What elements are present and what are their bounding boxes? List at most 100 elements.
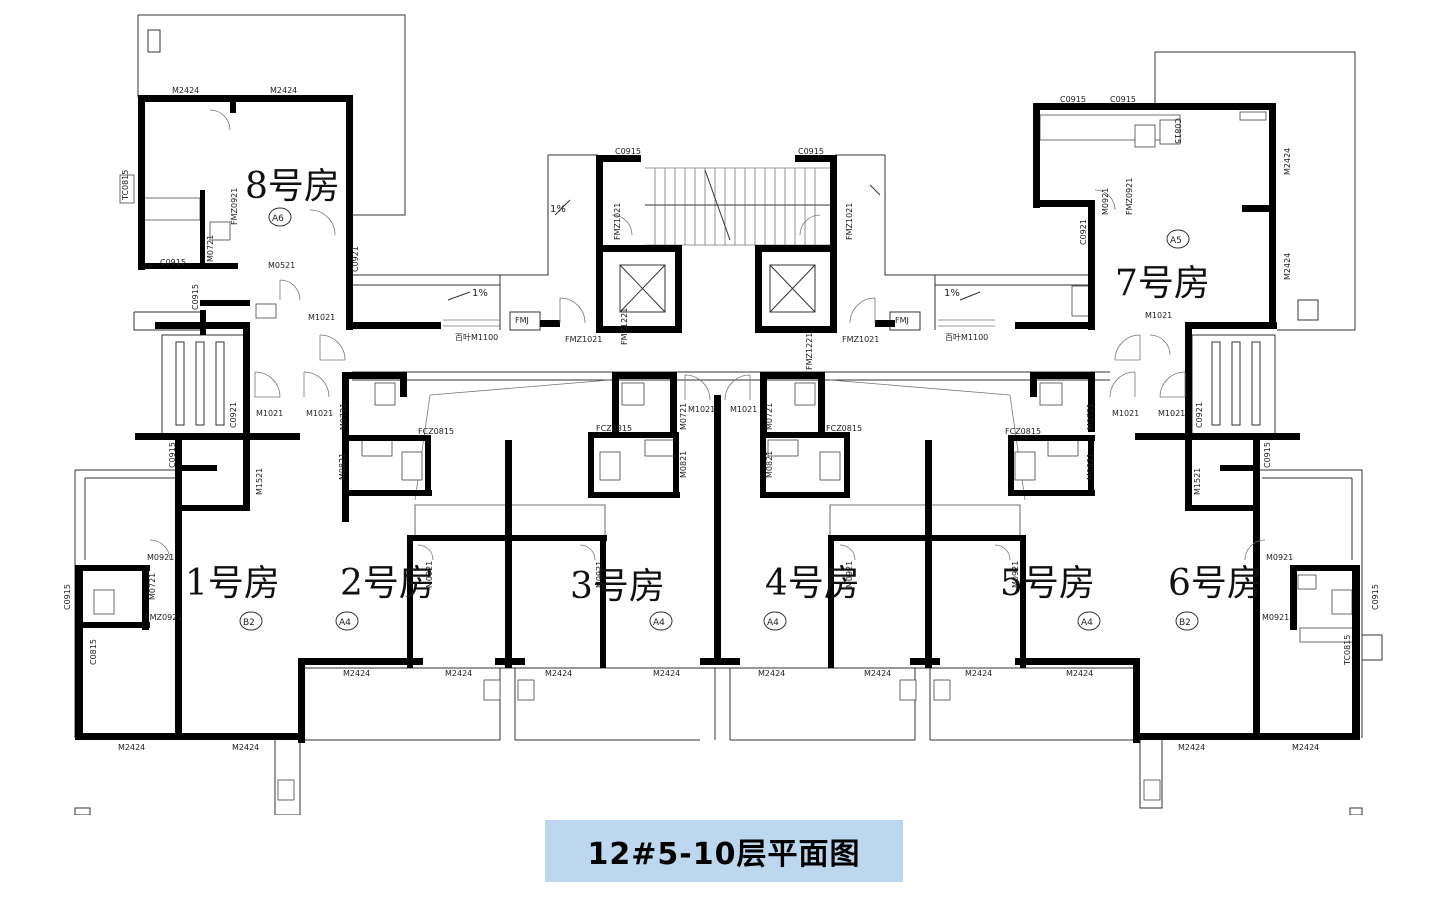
label-c0915: C0915 [168, 442, 177, 468]
door-swings [149, 109, 1266, 561]
label-c0921: C0921 [229, 402, 238, 428]
unit-type-4: A4 [767, 618, 779, 628]
label-m2424: M2424 [1283, 148, 1292, 175]
label-c0915: C0915 [1060, 95, 1086, 104]
slope-label: 1% [550, 204, 566, 215]
label-louver-m1100: 百叶M1100 [455, 333, 498, 342]
label-c0915: C0915 [798, 147, 824, 156]
unit-label-8: 8号房 [245, 166, 340, 207]
label-c0915: C0915 [160, 258, 186, 267]
label-m1021: M1021 [688, 405, 715, 414]
door-window-labels: M2424 M2424 C0915 M0521 M1021 C0915 C091… [63, 86, 1380, 752]
label-m0921: M0921 [1262, 613, 1289, 622]
label-m0921: M0921 [1011, 561, 1020, 588]
label-m2424: M2424 [1178, 743, 1205, 752]
label-m0721: M0721 [765, 403, 774, 430]
label-m2424: M2424 [1292, 743, 1319, 752]
slope-label: 1% [472, 288, 488, 299]
unit-type-8: A6 [272, 214, 284, 224]
label-tc0815: TC0815 [1343, 635, 1352, 666]
label-m1021: M1021 [730, 405, 757, 414]
label-m2424: M2424 [172, 86, 199, 95]
slope-labels: 1% 1% 1% [472, 204, 960, 299]
label-fcz0815: FCZ0815 [418, 427, 454, 436]
label-m0721: M0721 [148, 573, 157, 600]
floor-plan: M2424 M2424 C0915 M0521 M1021 C0915 C091… [63, 14, 1383, 815]
walls [75, 95, 1360, 743]
unit-label-3: 3号房 [570, 566, 665, 607]
label-m2424: M2424 [758, 669, 785, 678]
label-fmj: FMJ [895, 316, 909, 325]
label-c0921: C0921 [1195, 402, 1204, 428]
label-m0821: M0821 [338, 453, 347, 480]
unit-type-5: A4 [1081, 618, 1093, 628]
label-fmz1021: FMZ1021 [845, 203, 854, 240]
label-fmz1221: FMZ1221 [620, 308, 629, 345]
label-m0921: M0921 [845, 561, 854, 588]
label-m0821: M0821 [1086, 453, 1095, 480]
label-c0915: C0915 [1263, 442, 1272, 468]
unit-labels: 8号房 7号房 1号房 2号房 3号房 4号房 5号房 6号房 [185, 166, 1263, 607]
label-m0821: M0821 [765, 451, 774, 478]
label-c0921: C0921 [351, 246, 360, 272]
label-fmj: FMJ [515, 316, 529, 325]
unit-type-7: A5 [1170, 236, 1182, 246]
label-fcz0815: FCZ0815 [1005, 427, 1041, 436]
label-c0921: C0921 [1079, 219, 1088, 245]
unit-type-markers: A6 A5 B2 A4 A4 A4 A4 B2 [239, 207, 1199, 631]
label-m0821: M0821 [679, 451, 688, 478]
label-m2424: M2424 [653, 669, 680, 678]
label-c0915: C0915 [1371, 584, 1380, 610]
label-c0915: C0915 [1110, 95, 1136, 104]
label-fcz0815: FCZ0815 [596, 424, 632, 433]
label-m1021: M1021 [1145, 311, 1172, 320]
plan-title: 12#5-10层平面图 [545, 820, 903, 882]
label-m0921: M0921 [425, 561, 434, 588]
unit-label-7: 7号房 [1115, 263, 1210, 304]
label-fmz1221: FMZ1221 [805, 333, 814, 370]
label-m1021: M1021 [1158, 409, 1185, 418]
label-m2424: M2424 [864, 669, 891, 678]
label-m0521: M0521 [268, 261, 295, 270]
label-m2424: M2424 [118, 743, 145, 752]
label-m2424: M2424 [270, 86, 297, 95]
label-m2424: M2424 [232, 743, 259, 752]
slope-label: 1% [944, 288, 960, 299]
label-fmz0921: FMZ0921 [230, 188, 239, 225]
label-tc0815: TC0815 [121, 170, 130, 201]
label-m2424: M2424 [1066, 669, 1093, 678]
unit-label-1: 1号房 [185, 563, 280, 604]
label-fmz0921: FMZ0921 [1125, 178, 1134, 215]
label-fcz0815: FCZ0815 [826, 424, 862, 433]
unit-type-3: A4 [653, 618, 665, 628]
label-c0815: C0815 [1173, 118, 1182, 144]
label-m0721: M0721 [679, 403, 688, 430]
label-m0721: M0721 [1086, 403, 1095, 430]
label-m0721: M0721 [339, 403, 348, 430]
unit-label-2: 2号房 [340, 563, 435, 604]
label-m2424: M2424 [445, 669, 472, 678]
label-m2009: M0921 [595, 561, 604, 588]
label-m1521: M1521 [255, 468, 264, 495]
label-m0921: M0921 [147, 553, 174, 562]
label-fmz1021: FMZ1021 [842, 335, 879, 344]
label-m2424: M2424 [965, 669, 992, 678]
label-fmz1021: FMZ1021 [565, 335, 602, 344]
label-m2424: M2424 [1283, 253, 1292, 280]
unit-label-6: 6号房 [1168, 563, 1263, 604]
label-m1521: M1521 [1193, 468, 1202, 495]
label-m0721: M0721 [206, 235, 215, 262]
label-fmz0921: FMZ0921 [145, 613, 182, 622]
unit-type-2: A4 [339, 618, 351, 628]
unit-type-1: B2 [243, 618, 255, 628]
unit-label-4: 4号房 [765, 563, 860, 604]
label-fmz1021: FMZ1021 [613, 203, 622, 240]
label-c0915: C0915 [63, 584, 72, 610]
unit-type-6: B2 [1179, 618, 1191, 628]
label-m2424: M2424 [343, 669, 370, 678]
unit-label-5: 5号房 [1000, 563, 1095, 604]
label-m2424: M2424 [545, 669, 572, 678]
label-m1021: M1021 [256, 409, 283, 418]
label-m1021: M1021 [306, 409, 333, 418]
label-m0921: M0921 [1266, 553, 1293, 562]
